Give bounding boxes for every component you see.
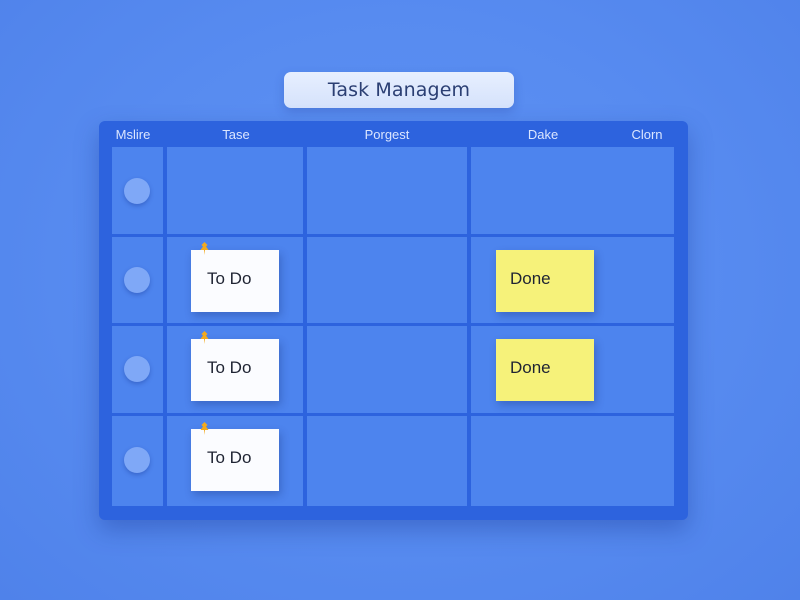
- pushpin-icon: [200, 331, 209, 344]
- grid-cell: [307, 147, 467, 234]
- page-title: Task Managem: [284, 72, 514, 108]
- row-status-dot[interactable]: [124, 356, 150, 382]
- done-card-label: Done: [510, 358, 551, 377]
- grid-cell: [307, 237, 467, 323]
- column-header: Mslire: [115, 127, 151, 142]
- todo-card[interactable]: To Do: [191, 339, 279, 401]
- todo-card[interactable]: To Do: [191, 250, 279, 312]
- row-status-dot[interactable]: [124, 267, 150, 293]
- column-header: Porgest: [364, 127, 410, 142]
- row-status-dot[interactable]: [124, 178, 150, 204]
- grid-cell: [471, 416, 674, 506]
- grid-cell: [307, 416, 467, 506]
- task-board: Mslire Tase Porgest Dake Clorn To Do To …: [99, 121, 688, 520]
- column-header: Clorn: [631, 127, 663, 142]
- grid-cell: [471, 147, 674, 234]
- done-card[interactable]: Done: [496, 250, 594, 312]
- todo-card-label: To Do: [207, 358, 252, 377]
- done-card-label: Done: [510, 269, 551, 288]
- grid-cell: [307, 326, 467, 413]
- done-card[interactable]: Done: [496, 339, 594, 401]
- todo-card-label: To Do: [207, 269, 252, 288]
- todo-card-label: To Do: [207, 448, 252, 467]
- column-header: Tase: [222, 127, 250, 142]
- todo-card[interactable]: To Do: [191, 429, 279, 491]
- column-header: Dake: [527, 127, 559, 142]
- pushpin-icon: [200, 242, 209, 255]
- row-status-dot[interactable]: [124, 447, 150, 473]
- pushpin-icon: [200, 422, 209, 435]
- grid-cell: [167, 147, 303, 234]
